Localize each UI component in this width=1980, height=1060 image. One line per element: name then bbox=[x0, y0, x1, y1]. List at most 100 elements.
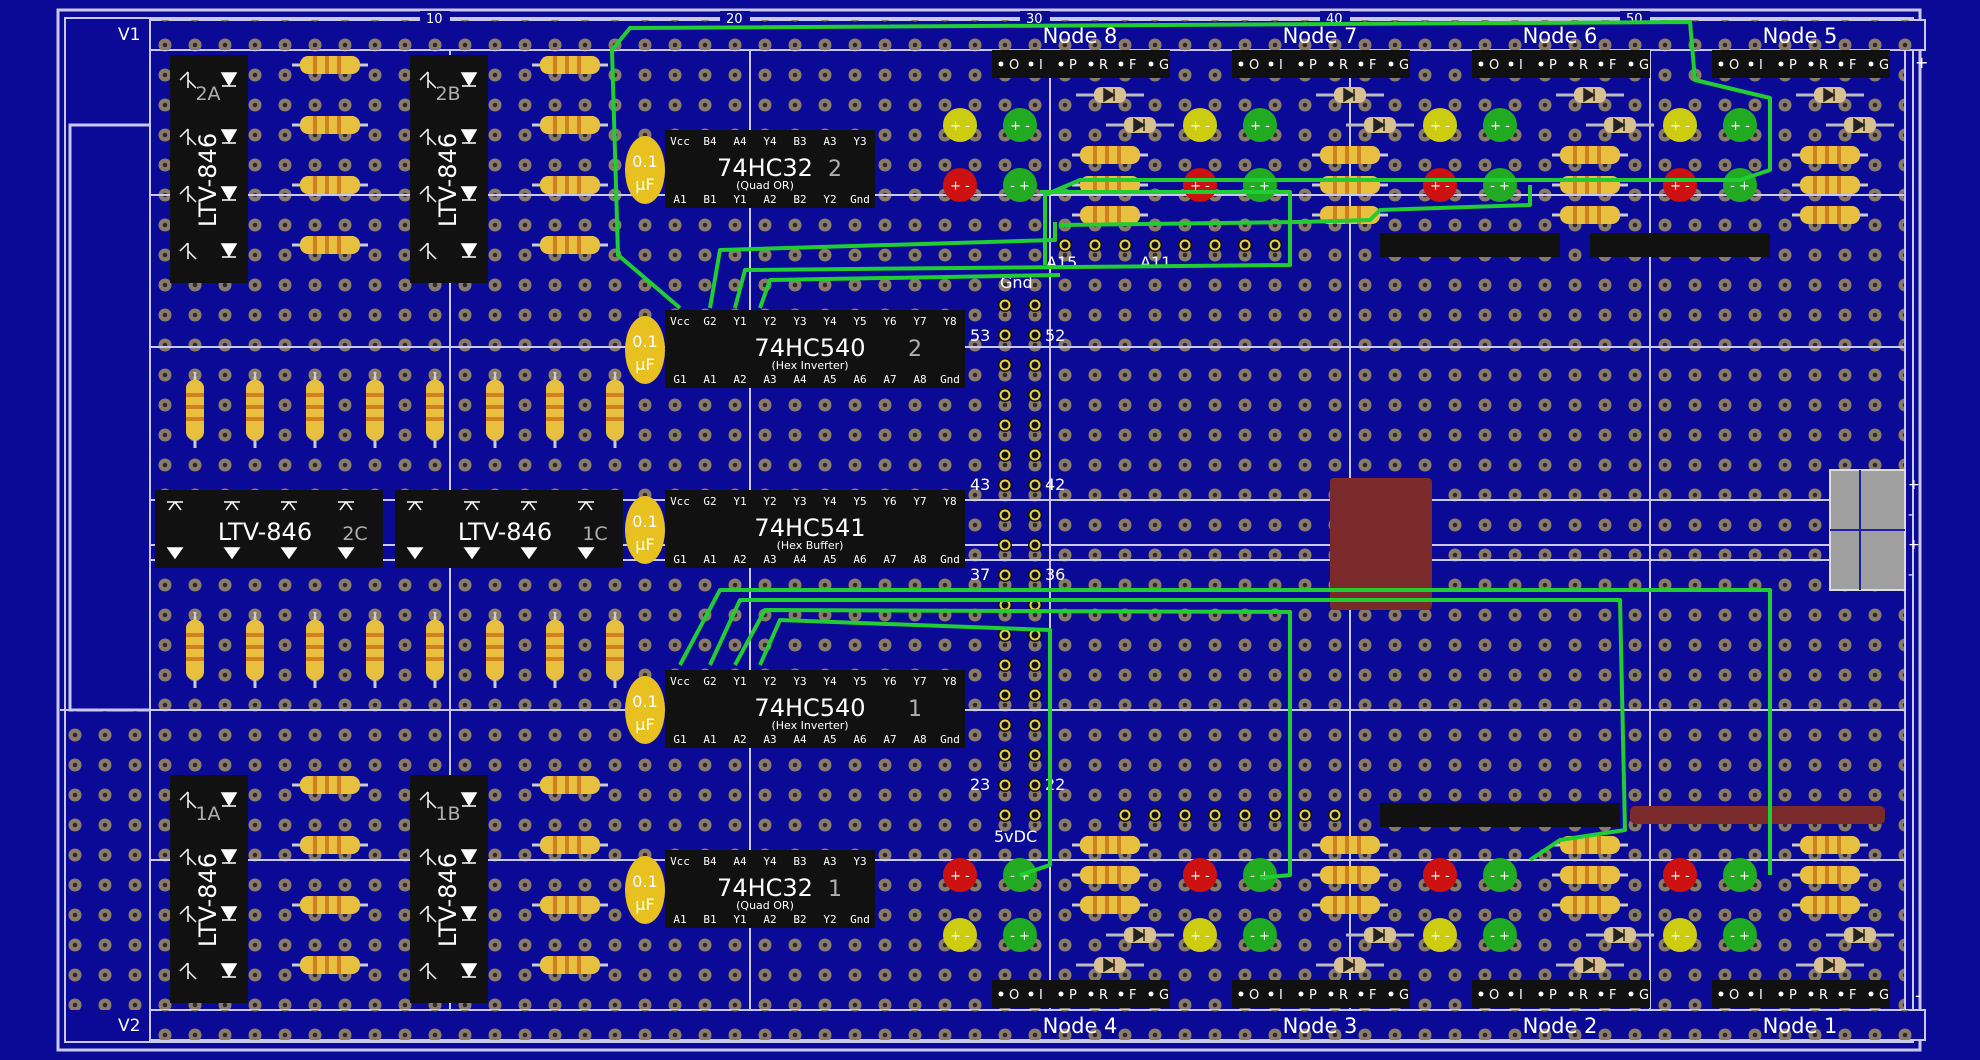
resistor-band bbox=[1093, 146, 1097, 164]
resistor-band bbox=[1105, 836, 1109, 854]
led-symbol bbox=[223, 547, 241, 560]
label-23: 23 bbox=[970, 775, 990, 794]
resistor-band bbox=[1345, 176, 1349, 194]
node-pin-dot bbox=[1298, 991, 1304, 997]
resistor-band bbox=[1093, 896, 1097, 914]
chip-name: 74HC32 bbox=[717, 874, 813, 902]
led-body bbox=[1183, 108, 1217, 142]
resistor-band bbox=[1813, 836, 1817, 854]
node-pin-label: G bbox=[1159, 58, 1169, 73]
resistor-band bbox=[1825, 836, 1829, 854]
chip-pin-label: A4 bbox=[733, 855, 747, 868]
node-pin-dot bbox=[1388, 991, 1394, 997]
resistor-band bbox=[313, 56, 317, 74]
resistor-band bbox=[366, 645, 384, 649]
node-pin-dot bbox=[1118, 991, 1124, 997]
resistor bbox=[1792, 896, 1868, 914]
header-pin-ring bbox=[999, 749, 1011, 761]
diode-symbol bbox=[1823, 87, 1836, 103]
node-pin-dot bbox=[1478, 61, 1484, 67]
resistor bbox=[426, 372, 444, 448]
diode bbox=[1346, 117, 1414, 133]
resistor-band bbox=[577, 116, 581, 134]
resistor-band bbox=[1345, 866, 1349, 884]
resistor-band bbox=[1333, 866, 1337, 884]
resistor-band bbox=[1825, 206, 1829, 224]
resistor-body bbox=[1800, 176, 1860, 194]
capacitor: 0.1µF bbox=[625, 856, 665, 924]
header-pin-ring bbox=[1029, 689, 1041, 701]
node-pin-dot bbox=[1358, 991, 1364, 997]
chip-pin-label: G1 bbox=[673, 553, 686, 566]
node-pin-dot bbox=[1838, 61, 1844, 67]
led-polarity: - + bbox=[1010, 179, 1030, 194]
node-pin-label: R bbox=[1819, 58, 1828, 73]
header-pin-ring bbox=[1029, 389, 1041, 401]
led-polarity: - + bbox=[1730, 179, 1750, 194]
wires bbox=[610, 20, 1772, 880]
node-pin-label: I bbox=[1759, 58, 1763, 73]
led-body bbox=[1243, 918, 1277, 952]
resistor-band bbox=[1585, 206, 1589, 224]
resistor-body bbox=[486, 380, 504, 440]
node-pin-label: G bbox=[1639, 988, 1649, 1003]
resistor-body bbox=[426, 620, 444, 680]
phototransistor-symbol bbox=[419, 905, 437, 923]
led-symbol bbox=[220, 849, 238, 864]
chip-pin-label: A7 bbox=[883, 373, 896, 386]
chip-pin-label: B2 bbox=[793, 193, 806, 206]
led-symbol bbox=[220, 129, 238, 144]
led: + - bbox=[1243, 108, 1277, 142]
node-pin-label: I bbox=[1279, 58, 1283, 73]
resistor-band bbox=[1345, 206, 1349, 224]
resistor-band bbox=[1357, 206, 1361, 224]
led-body bbox=[1723, 858, 1757, 892]
header-pin-ring bbox=[1209, 239, 1221, 251]
resistor-band bbox=[325, 236, 329, 254]
chip-pin-label: Y6 bbox=[883, 315, 896, 328]
col-num-50: 50 bbox=[1626, 12, 1643, 27]
led: + - bbox=[1423, 108, 1457, 142]
resistor-band bbox=[565, 176, 569, 194]
brown-bar bbox=[1630, 806, 1885, 824]
chip-number: 2 bbox=[908, 337, 922, 362]
resistor-band bbox=[577, 176, 581, 194]
chip-pin-label: A2 bbox=[733, 553, 746, 566]
node-pin-label: I bbox=[1519, 988, 1523, 1003]
resistor-band bbox=[426, 405, 444, 409]
led-polarity: - + bbox=[1490, 869, 1510, 884]
resistor-band bbox=[246, 393, 264, 397]
chip-subtitle: (Hex Inverter) bbox=[771, 359, 848, 372]
resistor bbox=[532, 836, 608, 854]
node-pin-label: O bbox=[1489, 58, 1499, 73]
node-label-3: Node 3 bbox=[1283, 1014, 1358, 1038]
resistor-body bbox=[1560, 206, 1620, 224]
node-label-8: Node 8 bbox=[1043, 24, 1118, 48]
resistor-band bbox=[306, 417, 324, 421]
resistor-band bbox=[553, 896, 557, 914]
led-polarity: - + bbox=[1730, 869, 1750, 884]
resistor-band bbox=[1117, 206, 1121, 224]
led: + - bbox=[943, 108, 977, 142]
phototransistor-symbol bbox=[179, 185, 197, 203]
phototransistor-symbol bbox=[419, 128, 437, 146]
header-pin-ring bbox=[999, 299, 1011, 311]
chip-pin-label: Y2 bbox=[823, 913, 836, 926]
resistor bbox=[306, 372, 324, 448]
resistor bbox=[246, 372, 264, 448]
node-label-6: Node 6 bbox=[1523, 24, 1598, 48]
resistor bbox=[546, 372, 564, 448]
resistor-band bbox=[1585, 176, 1589, 194]
led: - + bbox=[1243, 918, 1277, 952]
resistor-band bbox=[1585, 866, 1589, 884]
optocoupler-part-label: LTV-846 bbox=[434, 853, 462, 947]
brown-component bbox=[1330, 478, 1432, 610]
diode bbox=[1076, 957, 1144, 973]
led-body bbox=[1483, 168, 1517, 202]
led: + - bbox=[1423, 168, 1457, 202]
label-a11: A11 bbox=[1140, 253, 1171, 272]
chip-pin-label: Y7 bbox=[913, 495, 926, 508]
resistor-body bbox=[300, 116, 360, 134]
